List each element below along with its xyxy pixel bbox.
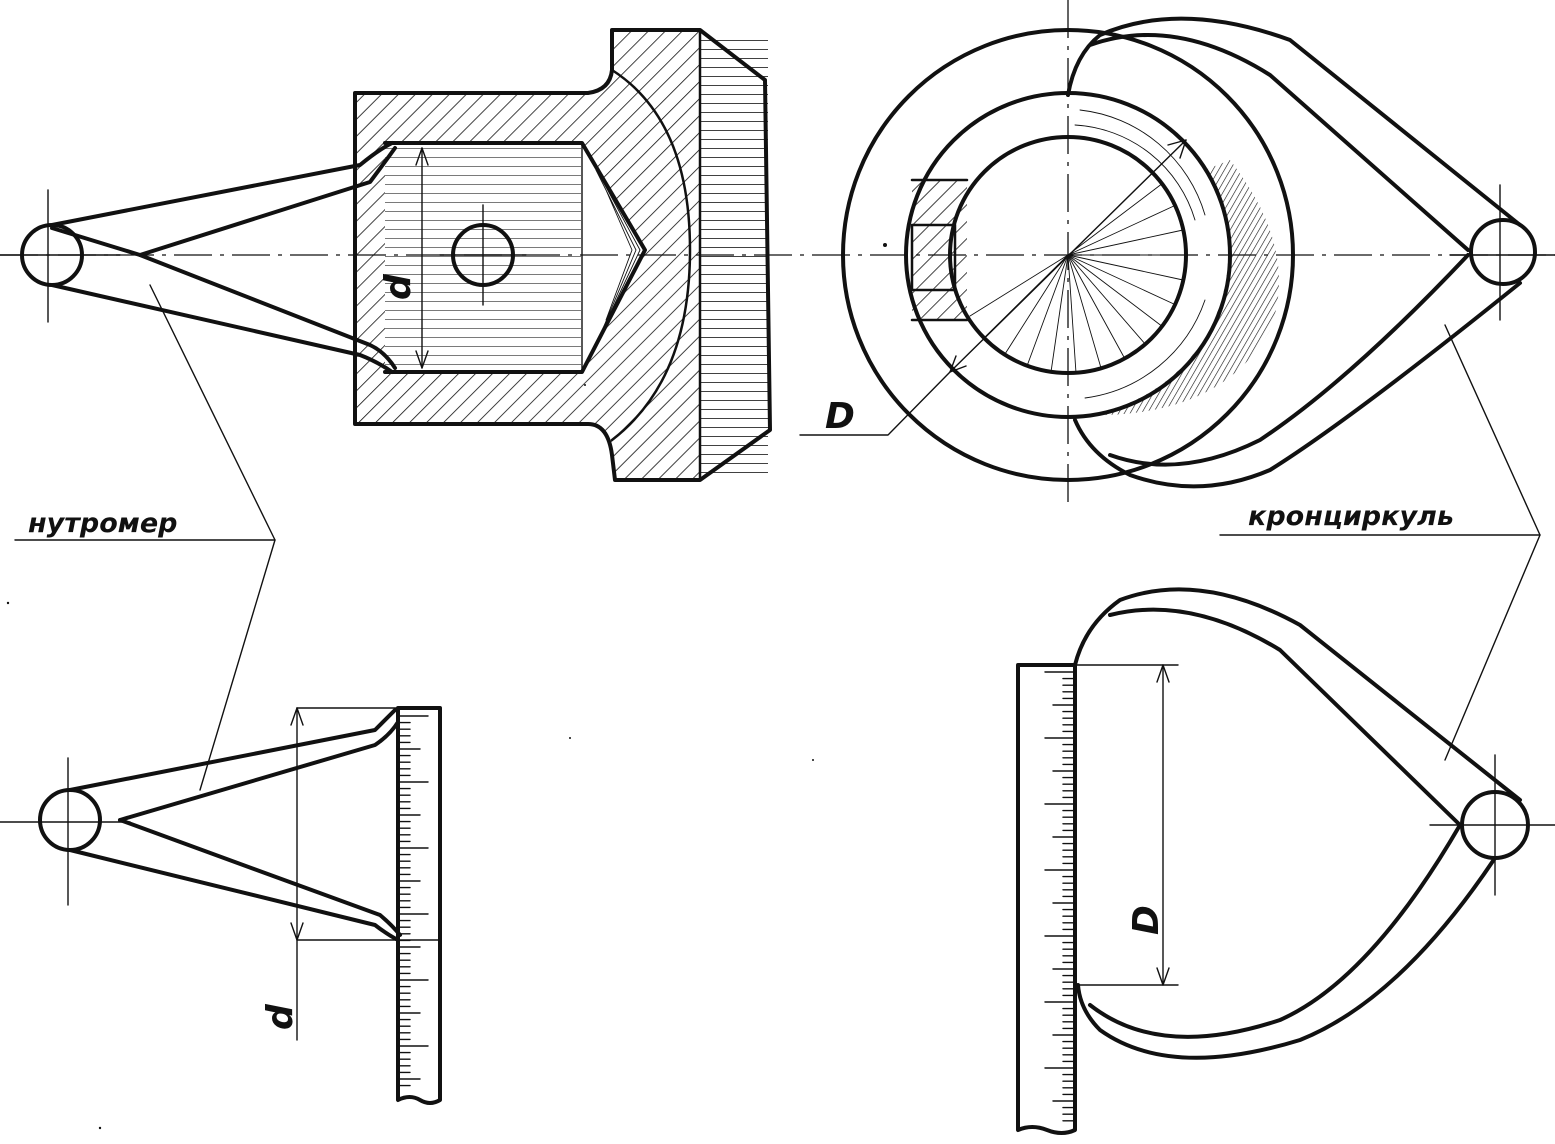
caliper-hinge-top: [1469, 218, 1537, 286]
end-view: D: [799, 0, 1295, 510]
gauge-leg-bottom-upper: [68, 708, 400, 822]
inner-gauge-bottom: d: [0, 707, 441, 1041]
dim-label-d-top: d: [378, 273, 419, 300]
caliper-leg-bottom-upper: [1073, 587, 1522, 827]
scan-specks: [6, 243, 887, 1130]
caliper-leg-bottom-lower: [1076, 823, 1497, 1060]
gauge-leg-bottom-lower: [68, 818, 402, 942]
shaded-annulus: [1080, 160, 1279, 416]
dim-label-D-top: D: [825, 396, 855, 437]
outer-caliper-bottom: D: [1073, 587, 1555, 1060]
outer-caliper-top: [1066, 16, 1555, 489]
keyway: [912, 180, 967, 320]
gauge-leg-lower: [50, 253, 397, 374]
label-inner-gauge: нутромер: [28, 508, 178, 539]
dim-line-D-top: [949, 139, 1187, 373]
inner-bore: [383, 141, 647, 374]
inner-gauge-top: [0, 141, 397, 374]
caliper-leg-lower: [1073, 253, 1522, 489]
ruler-right-outline: [1016, 663, 1077, 1135]
ruler-right: [1016, 663, 1077, 1135]
ruler-left-ticks: [397, 715, 429, 1087]
gauge-hinge-bottom: [38, 788, 102, 852]
label-outer-caliper: кронциркуль: [1248, 501, 1454, 532]
leader-outer-caliper: [1444, 324, 1541, 761]
ruler-left: [396, 706, 442, 1105]
ruler-right-ticks: [1044, 671, 1076, 1122]
dim-label-d-bottom: d: [260, 1003, 301, 1030]
radial-fan: [969, 182, 1187, 374]
dim-label-D-bottom: D: [1126, 905, 1167, 935]
gauge-leg-upper: [50, 141, 397, 257]
ruler-left-outline: [396, 706, 442, 1105]
caliper-leg-upper: [1066, 16, 1522, 252]
part-outline: [353, 28, 772, 482]
leader-inner-gauge: [149, 284, 276, 791]
